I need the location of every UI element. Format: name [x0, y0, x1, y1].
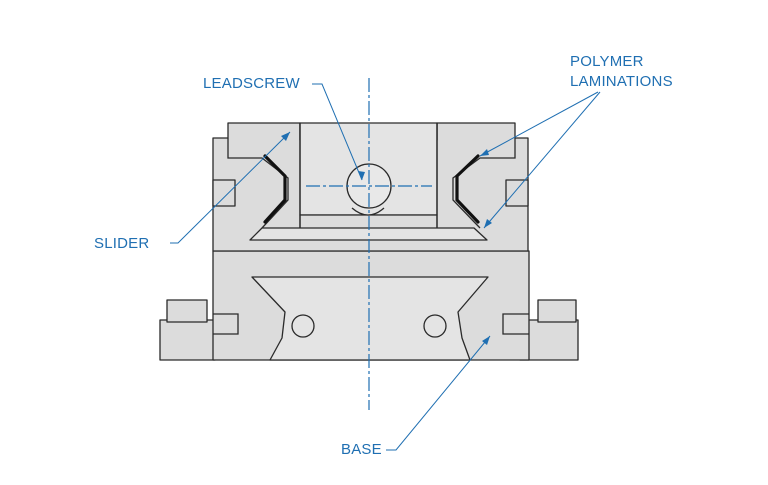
slider-arrowhead — [281, 132, 290, 141]
lamination-right — [455, 154, 480, 224]
slider-left-pocket — [212, 179, 236, 207]
leader-lines — [170, 83, 601, 451]
polymer-laminations — [263, 154, 480, 224]
lamination-left — [263, 154, 287, 224]
base-left-clamp — [166, 299, 208, 323]
base-dovetail-cavity — [251, 276, 489, 361]
polymer-laminations-label: POLYMER LAMINATIONS — [570, 52, 673, 92]
slider-right-pocket — [505, 179, 529, 207]
polymer-arrowhead-upper — [480, 149, 489, 156]
base-hole-right — [423, 314, 447, 338]
base-hole-left — [291, 314, 315, 338]
polymer-label-line1: POLYMER — [570, 53, 644, 70]
base-right-clamp — [537, 299, 577, 323]
base-left-foot — [159, 319, 216, 361]
leadscrew-label: LEADSCREW — [203, 75, 300, 92]
centerlines — [306, 78, 432, 410]
polymer-leader-lower — [483, 91, 601, 229]
polymer-label-line2: LAMINATIONS — [570, 73, 673, 90]
polymer-leader-upper — [479, 91, 599, 157]
slider-label: SLIDER — [94, 235, 150, 252]
polymer-arrowhead-lower — [484, 219, 492, 228]
base-body — [159, 250, 579, 361]
leadscrew-arrowhead — [358, 171, 365, 180]
base-right-step — [502, 313, 529, 335]
base-label: BASE — [341, 441, 382, 458]
base-leader — [386, 335, 491, 451]
slider-leader — [170, 131, 291, 244]
base-arrowhead — [482, 336, 490, 345]
leadscrew-leader — [312, 83, 363, 181]
base-left-step — [213, 313, 239, 335]
leadscrew-nut — [351, 207, 385, 216]
